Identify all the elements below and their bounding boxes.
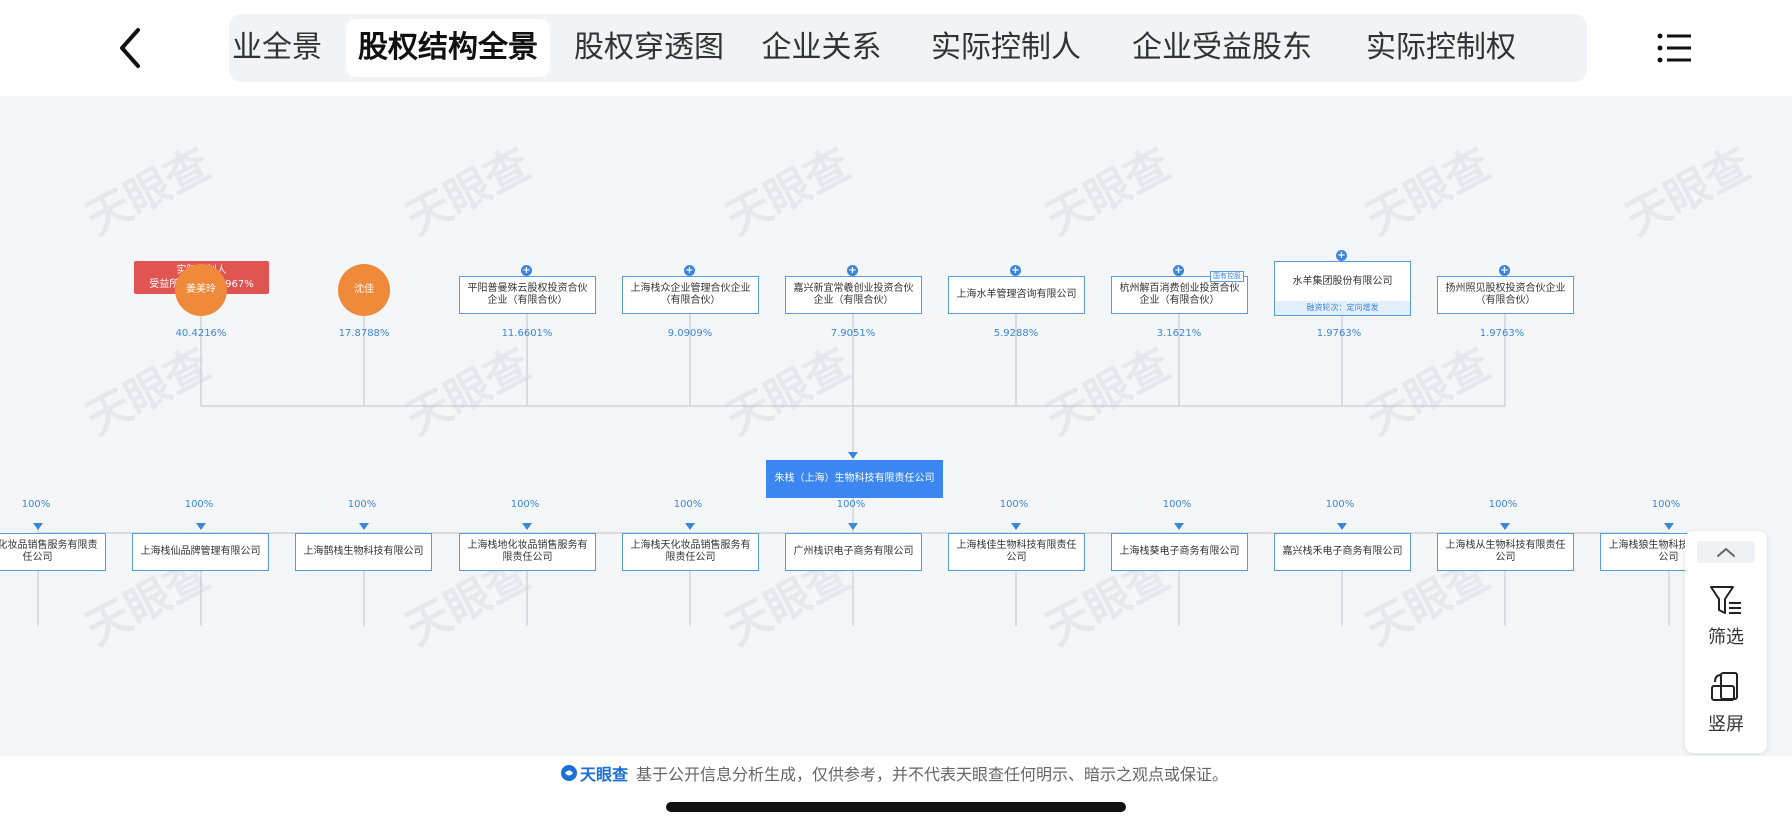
plus-icon[interactable]: + bbox=[1336, 250, 1347, 261]
tab-overview[interactable]: 业全景 bbox=[232, 30, 322, 65]
footer-disclaimer: 基于公开信息分析生成，仅供参考，并不代表天眼查任何明示、暗示之观点或保证。 bbox=[636, 765, 1229, 784]
holding-percentage: 100% bbox=[1162, 499, 1192, 510]
plus-icon[interactable]: + bbox=[1173, 265, 1184, 276]
company-name: 上海栈地化妆品销售服务有限责任公司 bbox=[467, 540, 588, 563]
holding-percentage: 100% bbox=[21, 499, 51, 510]
share-percentage: 7.9051% bbox=[830, 328, 876, 339]
company-name: 上海水羊管理咨询有限公司 bbox=[956, 289, 1077, 300]
portrait-mode-button[interactable]: 竖屏 bbox=[1685, 670, 1767, 740]
target-company-node[interactable]: 朱栈（上海）生物科技有限责任公司 bbox=[766, 460, 943, 498]
tianyancha-logo: 天眼查 基于公开信息分析生成，仅供参考，并不代表天眼查任何明示、暗示之观点或保证… bbox=[560, 762, 1228, 784]
tab-equity-structure[interactable]: 股权结构全景 bbox=[346, 19, 550, 77]
subsidiary-node[interactable]: 栈弋化妆品销售服务有限责任公司 bbox=[0, 533, 106, 571]
tab-actual-controller[interactable]: 实际控制人 bbox=[931, 30, 1081, 65]
company-name: 上海栈狼生物科技有限责任公司 bbox=[1608, 540, 1729, 563]
financing-round-label: 融资轮次：定向增发 bbox=[1275, 301, 1410, 315]
share-percentage: 3.1621% bbox=[1156, 328, 1202, 339]
share-percentage: 1.9763% bbox=[1479, 328, 1525, 339]
filter-icon bbox=[1710, 586, 1741, 614]
share-percentage: 1.9763% bbox=[1316, 328, 1362, 339]
filter-label: 筛选 bbox=[1708, 627, 1744, 648]
company-name: 广州栈识电子商务有限公司 bbox=[793, 546, 914, 557]
shareholder-company-node[interactable]: 水羊集团股份有限公司 融资轮次：定向增发 bbox=[1274, 261, 1411, 316]
top-nav-bar: 业全景 股权结构全景 股权穿透图 企业关系 实际控制人 企业受益股东 实际控制权 bbox=[0, 0, 1792, 96]
connector-lines bbox=[33, 312, 1674, 626]
footer-brand: 天眼查 bbox=[580, 765, 629, 784]
holding-percentage: 100% bbox=[999, 499, 1029, 510]
tab-equity-penetration[interactable]: 股权穿透图 bbox=[574, 30, 724, 65]
shareholder-company-node[interactable]: 上海栈众企业管理合伙企业（有限合伙） bbox=[622, 276, 759, 314]
shareholder-person-node[interactable]: 姜美玲 bbox=[175, 264, 227, 316]
company-name: 上海栈葵电子商务有限公司 bbox=[1119, 546, 1240, 557]
subsidiary-node[interactable]: 嘉兴栈禾电子商务有限公司 bbox=[1274, 533, 1411, 571]
shareholder-company-node[interactable]: 扬州照见股权投资合伙企业（有限合伙） bbox=[1437, 276, 1574, 314]
company-name: 上海栈从生物科技有限责任公司 bbox=[1445, 540, 1566, 563]
rotate-portrait-icon bbox=[1711, 672, 1738, 701]
equity-graph-canvas[interactable]: 天眼查 天眼查 天眼查 天眼查 天眼查 天眼查 天眼查 天眼查 天眼查 天眼查 … bbox=[0, 96, 1792, 756]
chevron-up-icon bbox=[1717, 548, 1735, 557]
company-name: 杭州解百消费创业投资合伙企业（有限合伙） bbox=[1119, 283, 1240, 306]
subsidiary-node[interactable]: 上海栈仙品牌管理有限公司 bbox=[132, 533, 269, 571]
company-name: 上海栈众企业管理合伙企业（有限合伙） bbox=[630, 283, 751, 306]
subsidiary-node[interactable]: 上海栈地化妆品销售服务有限责任公司 bbox=[459, 533, 596, 571]
holding-percentage: 100% bbox=[510, 499, 540, 510]
company-name: 上海栈仙品牌管理有限公司 bbox=[140, 546, 261, 557]
holding-percentage: 100% bbox=[1651, 499, 1681, 510]
tab-actual-control[interactable]: 实际控制权 bbox=[1366, 30, 1516, 65]
subsidiary-node[interactable]: 广州栈识电子商务有限公司 bbox=[785, 533, 922, 571]
tab-enterprise-relations[interactable]: 企业关系 bbox=[761, 30, 882, 65]
tab-beneficial-owners[interactable]: 企业受益股东 bbox=[1132, 30, 1312, 65]
shareholder-company-node[interactable]: 平阳普曼殊云股权投资合伙企业（有限合伙） bbox=[459, 276, 596, 314]
holding-percentage: 100% bbox=[1325, 499, 1355, 510]
holding-percentage: 100% bbox=[1488, 499, 1518, 510]
filter-button[interactable]: 筛选 bbox=[1685, 583, 1767, 653]
holding-percentage: 100% bbox=[836, 499, 866, 510]
subsidiary-node[interactable]: 上海栈葵电子商务有限公司 bbox=[1111, 533, 1248, 571]
company-name: 水羊集团股份有限公司 bbox=[1292, 275, 1393, 287]
back-button[interactable] bbox=[110, 22, 154, 74]
plus-icon[interactable]: + bbox=[1499, 265, 1510, 276]
share-percentage: 11.6601% bbox=[501, 328, 553, 339]
subsidiary-node[interactable]: 上海栈从生物科技有限责任公司 bbox=[1437, 533, 1574, 571]
holding-percentage: 100% bbox=[347, 499, 377, 510]
holding-percentage: 100% bbox=[184, 499, 214, 510]
subsidiary-node[interactable]: 上海鹊栈生物科技有限公司 bbox=[295, 533, 432, 571]
shareholder-company-node[interactable]: 嘉兴新宜常羲创业投资合伙企业（有限合伙） bbox=[785, 276, 922, 314]
tab-strip: 业全景 股权结构全景 股权穿透图 企业关系 实际控制人 企业受益股东 实际控制权 bbox=[229, 14, 1587, 82]
plus-icon[interactable]: + bbox=[847, 265, 858, 276]
shareholder-company-node[interactable]: 杭州解百消费创业投资合伙企业（有限合伙） 国有控股 bbox=[1111, 271, 1248, 314]
floating-tool-panel: 筛选 竖屏 bbox=[1685, 531, 1767, 753]
shareholder-person-node[interactable]: 沈佳 bbox=[338, 264, 390, 316]
company-name: 上海栈天化妆品销售服务有限责任公司 bbox=[630, 540, 751, 563]
footer: 天眼查 基于公开信息分析生成，仅供参考，并不代表天眼查任何明示、暗示之观点或保证… bbox=[0, 756, 1792, 828]
company-name: 栈弋化妆品销售服务有限责任公司 bbox=[0, 540, 98, 563]
shareholder-company-node[interactable]: 上海水羊管理咨询有限公司 bbox=[948, 276, 1085, 314]
tianyancha-logo-icon bbox=[561, 765, 577, 781]
company-name: 上海栈佳生物科技有限责任公司 bbox=[956, 540, 1077, 563]
home-indicator[interactable] bbox=[666, 802, 1126, 812]
share-percentage: 17.8788% bbox=[338, 328, 390, 339]
holding-percentage: 100% bbox=[673, 499, 703, 510]
list-menu-icon bbox=[1657, 33, 1691, 63]
share-percentage: 40.4216% bbox=[175, 328, 227, 339]
subsidiary-node[interactable]: 上海栈天化妆品销售服务有限责任公司 bbox=[622, 533, 759, 571]
menu-button[interactable] bbox=[1656, 30, 1694, 66]
portrait-label: 竖屏 bbox=[1708, 714, 1744, 735]
share-percentage: 5.9288% bbox=[993, 328, 1039, 339]
company-name: 上海鹊栈生物科技有限公司 bbox=[303, 546, 424, 557]
subsidiary-node[interactable]: 上海栈佳生物科技有限责任公司 bbox=[948, 533, 1085, 571]
collapse-panel-button[interactable] bbox=[1697, 541, 1755, 563]
company-name: 平阳普曼殊云股权投资合伙企业（有限合伙） bbox=[467, 283, 588, 306]
company-name: 嘉兴新宜常羲创业投资合伙企业（有限合伙） bbox=[793, 283, 914, 306]
company-name: 扬州照见股权投资合伙企业（有限合伙） bbox=[1445, 283, 1566, 306]
plus-icon[interactable]: + bbox=[684, 265, 695, 276]
state-owned-badge: 国有控股 bbox=[1210, 271, 1244, 282]
chevron-left-icon bbox=[120, 28, 140, 68]
plus-icon[interactable]: + bbox=[1010, 265, 1021, 276]
share-percentage: 9.0909% bbox=[667, 328, 713, 339]
plus-icon[interactable]: + bbox=[521, 265, 532, 276]
company-name: 嘉兴栈禾电子商务有限公司 bbox=[1282, 546, 1403, 557]
